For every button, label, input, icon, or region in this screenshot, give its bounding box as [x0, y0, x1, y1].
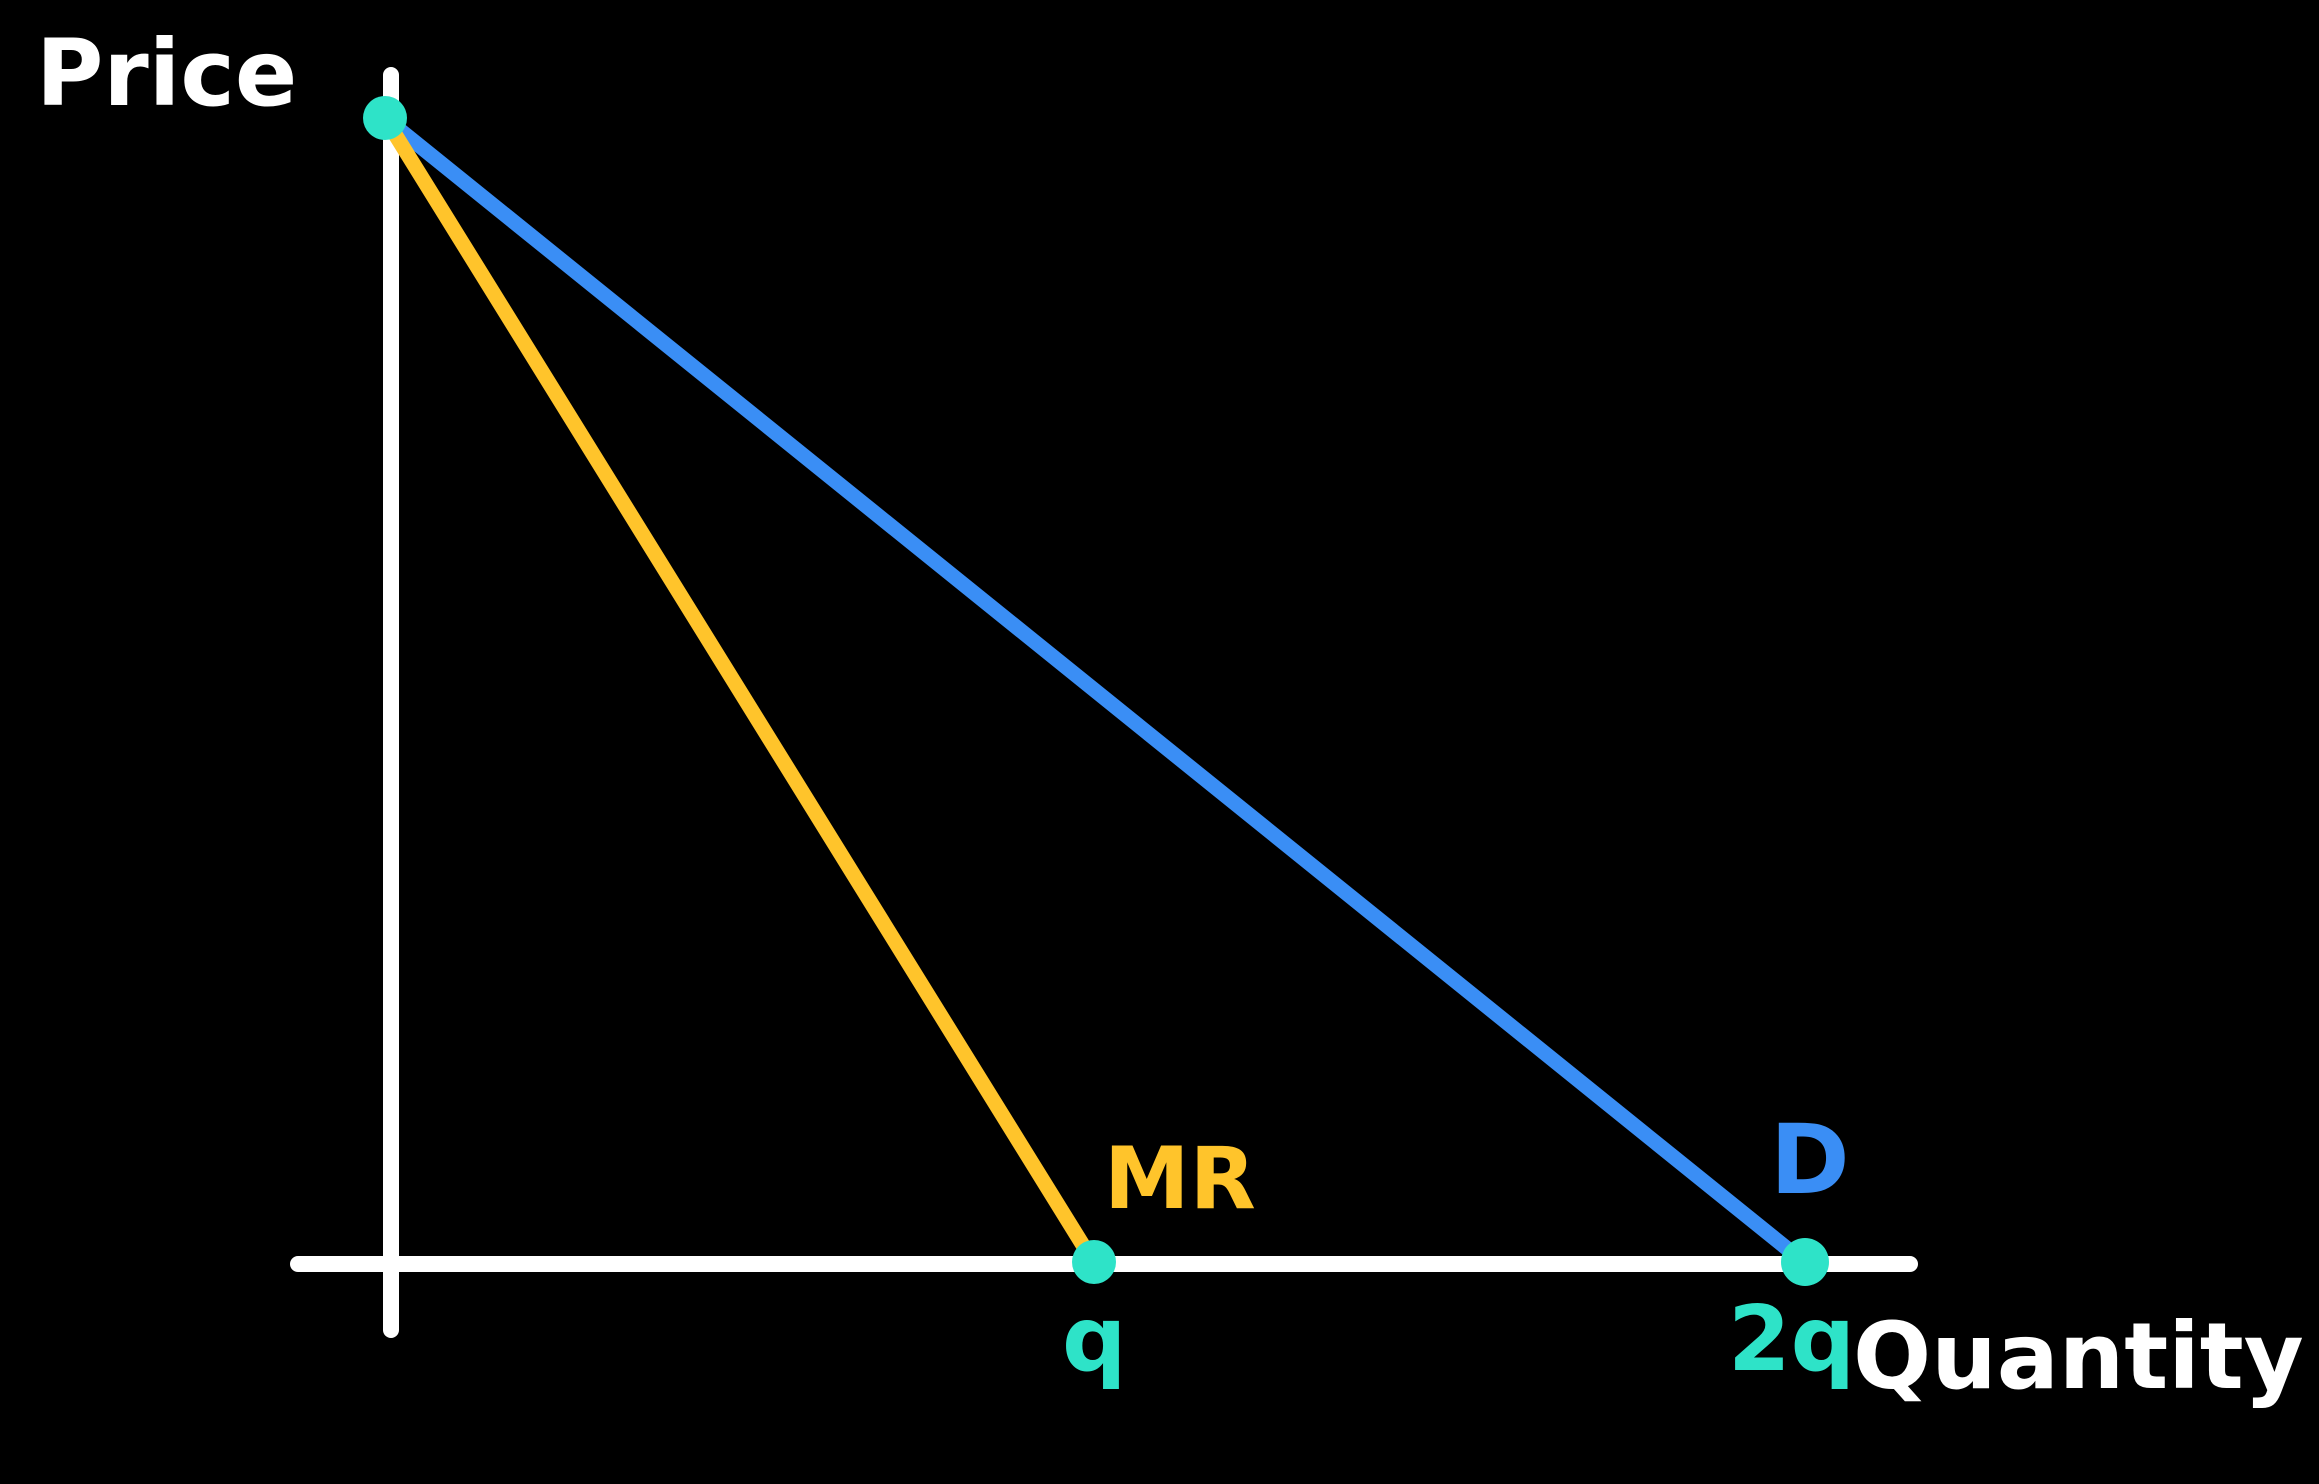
- price-intercept-point: [363, 96, 407, 140]
- demand-quantity-intercept-point: [1781, 1238, 1829, 1286]
- mr-quantity-intercept-point: [1072, 1240, 1116, 1284]
- x-tick-2q-label: 2q: [1728, 1287, 1855, 1392]
- mr-curve-label: MR: [1104, 1129, 1256, 1229]
- marginal-revenue-curve: [377, 110, 1102, 1271]
- y-axis-label: Price: [36, 20, 297, 127]
- demand-curve: [377, 110, 1813, 1271]
- x-tick-q-label: q: [1062, 1287, 1126, 1392]
- x-axis-label: Quantity: [1853, 1303, 2304, 1410]
- demand-curve-label: D: [1770, 1104, 1850, 1216]
